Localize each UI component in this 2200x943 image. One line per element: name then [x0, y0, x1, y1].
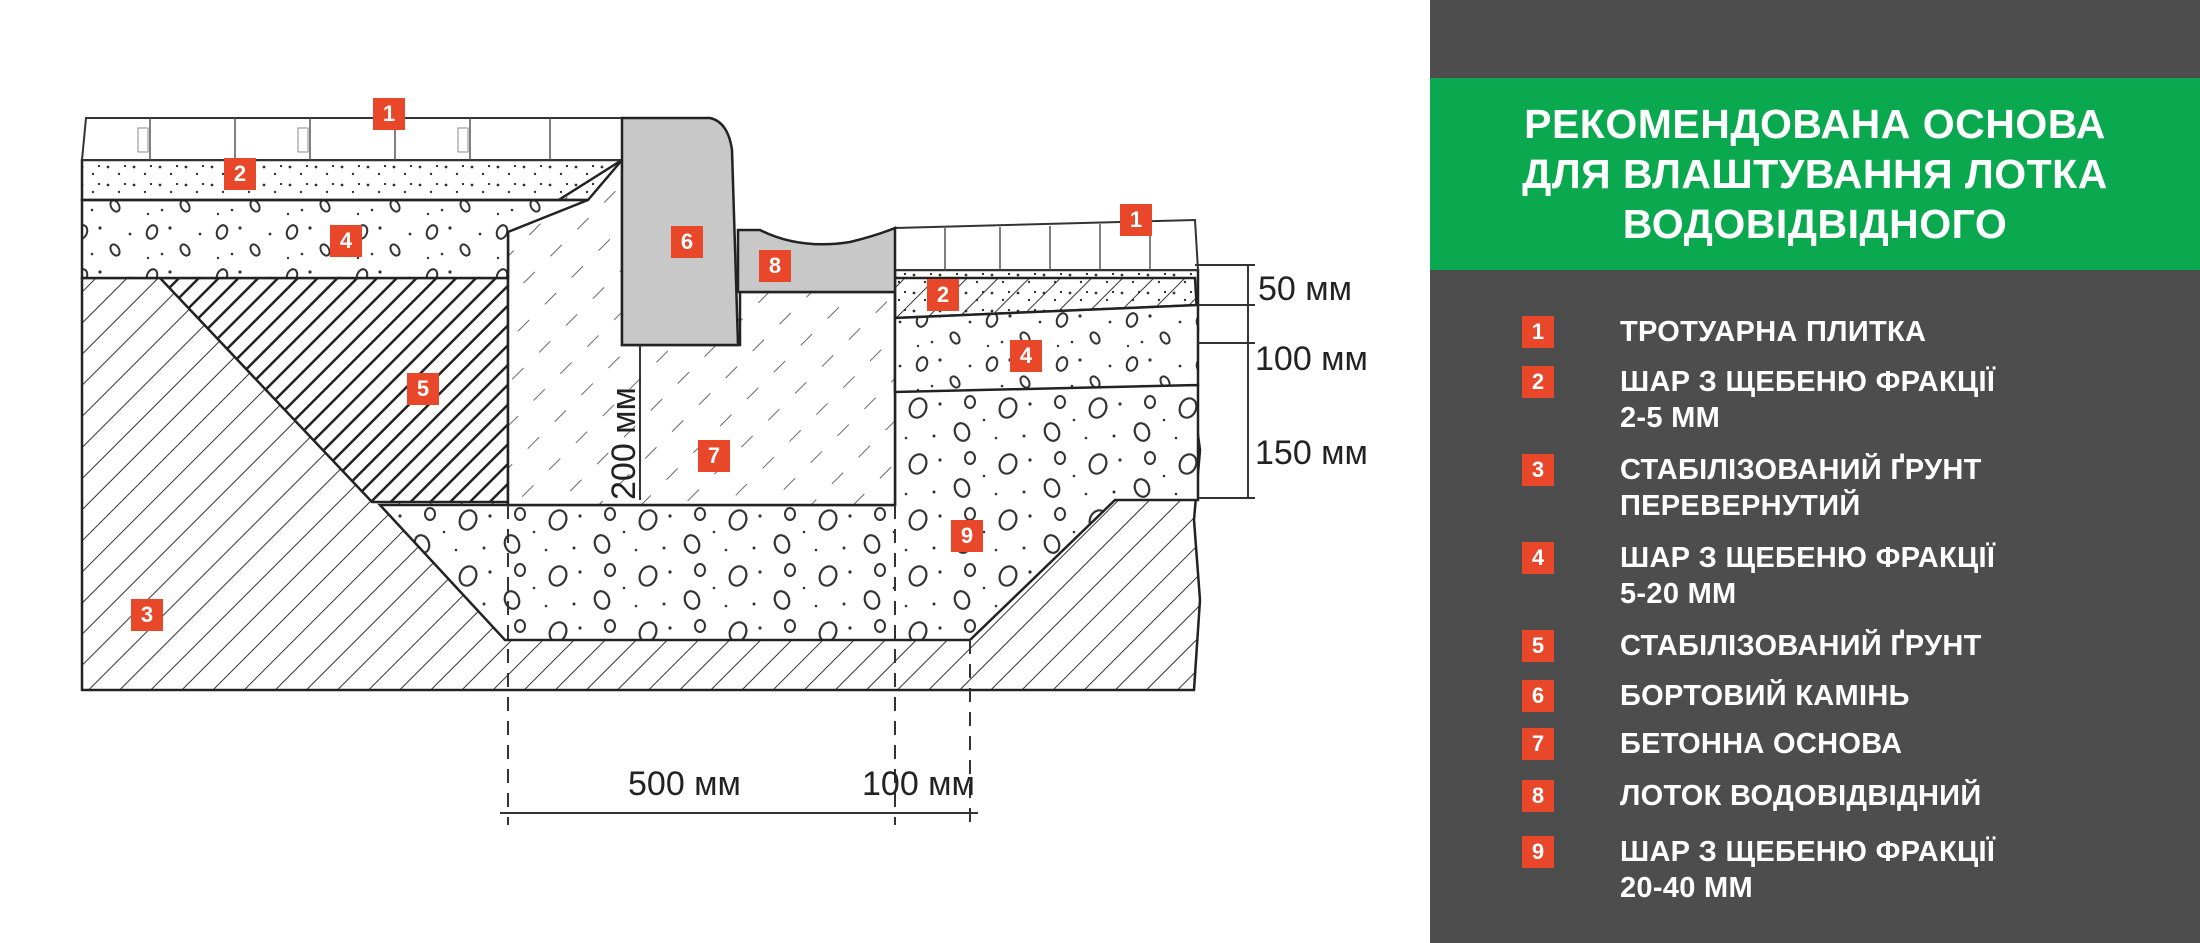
legend-number: 9 — [1522, 836, 1554, 868]
legend-number: 1 — [1522, 316, 1554, 348]
marker-5: 5 — [407, 373, 439, 405]
legend-number: 8 — [1522, 780, 1554, 812]
dimension-200mm: 200 мм — [605, 387, 643, 500]
dimension-150mm: 150 мм — [1255, 434, 1368, 472]
marker-8: 8 — [759, 250, 791, 282]
vertical-dimension-lines — [1195, 264, 1255, 499]
legend-number: 7 — [1522, 728, 1554, 760]
dimension-500mm: 500 мм — [628, 765, 741, 803]
marker-7: 7 — [698, 440, 730, 472]
marker-3: 3 — [131, 599, 163, 631]
marker-2-right: 2 — [927, 279, 959, 311]
marker-9: 9 — [951, 520, 983, 552]
bottom-dimension-lines — [500, 505, 978, 825]
legend-label: ШАР З ЩЕБЕНЮ ФРАКЦІЇ 2-5 ММ — [1620, 366, 1996, 434]
layer-1-paving-right — [894, 218, 1200, 271]
marker-6: 6 — [671, 226, 703, 258]
cross-section-diagram: 1 2 4 5 3 6 8 7 1 2 4 9 50 мм 100 мм 150… — [80, 98, 1368, 825]
marker-4-left: 4 — [330, 225, 362, 257]
title-line-2: ДЛЯ ВЛАШТУВАННЯ ЛОТКА — [1522, 151, 2108, 197]
legend-label: ШАР З ЩЕБЕНЮ ФРАКЦІЇ 5-20 ММ — [1620, 542, 1996, 610]
legend-label: ШАР З ЩЕБЕНЮ ФРАКЦІЇ 20-40 ММ — [1620, 836, 1996, 904]
legend-number: 3 — [1522, 454, 1554, 486]
legend-label: БОРТОВИЙ КАМІНЬ — [1620, 680, 1910, 712]
marker-4-right: 4 — [1010, 340, 1042, 372]
legend-number: 2 — [1522, 366, 1554, 398]
layer-2-left — [80, 158, 625, 202]
legend-label: СТАБІЛІЗОВАНИЙ ҐРУНТ ПЕРЕВЕРНУТИЙ — [1620, 454, 1982, 522]
legend-label: БЕТОННА ОСНОВА — [1620, 728, 1903, 760]
title-line-1: РЕКОМЕНДОВАНА ОСНОВА — [1524, 101, 2106, 147]
legend-label: ЛОТОК ВОДОВІДВІДНИЙ — [1620, 780, 1982, 812]
marker-1-right: 1 — [1120, 204, 1152, 236]
layer-1-paving-left — [80, 117, 623, 161]
marker-2-left: 2 — [224, 158, 256, 190]
legend-number: 5 — [1522, 630, 1554, 662]
legend-title: РЕКОМЕНДОВАНА ОСНОВА ДЛЯ ВЛАШТУВАННЯ ЛОТ… — [1430, 78, 2200, 270]
legend-number: 4 — [1522, 542, 1554, 574]
dimension-100mm: 100 мм — [1255, 340, 1368, 378]
dimension-100mm-bottom: 100 мм — [862, 765, 975, 803]
legend-panel: РЕКОМЕНДОВАНА ОСНОВА ДЛЯ ВЛАШТУВАННЯ ЛОТ… — [1430, 0, 2200, 943]
cross-section-drawing — [80, 116, 1255, 825]
legend-number: 6 — [1522, 680, 1554, 712]
legend-label: СТАБІЛІЗОВАНИЙ ҐРУНТ — [1620, 630, 1982, 662]
dimension-50mm: 50 мм — [1258, 270, 1353, 308]
marker-1-left: 1 — [373, 98, 405, 130]
title-line-3: ВОДОВІДВІДНОГО — [1622, 201, 2008, 247]
legend-label: ТРОТУАРНА ПЛИТКА — [1620, 316, 1927, 348]
